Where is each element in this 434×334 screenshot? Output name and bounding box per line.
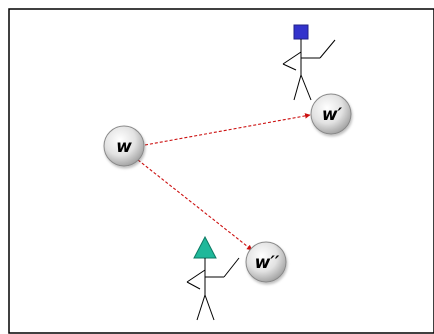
diagram-border [8, 8, 434, 334]
edge-w-to-w-double-prime [137, 159, 253, 251]
node-w-double-prime-label: w′′ [255, 253, 280, 273]
node-w-prime-label: w′ [322, 105, 343, 125]
edge-w-to-w-prime [144, 113, 311, 146]
node-w-label: w [116, 137, 132, 157]
node-w-double-prime[interactable]: w′′ [245, 241, 287, 283]
node-w[interactable]: w [103, 125, 145, 167]
node-w-prime[interactable]: w′ [310, 93, 352, 135]
agent-blue-square [282, 24, 336, 101]
agent-green-triangle [186, 235, 240, 321]
square-head-icon [293, 24, 309, 40]
